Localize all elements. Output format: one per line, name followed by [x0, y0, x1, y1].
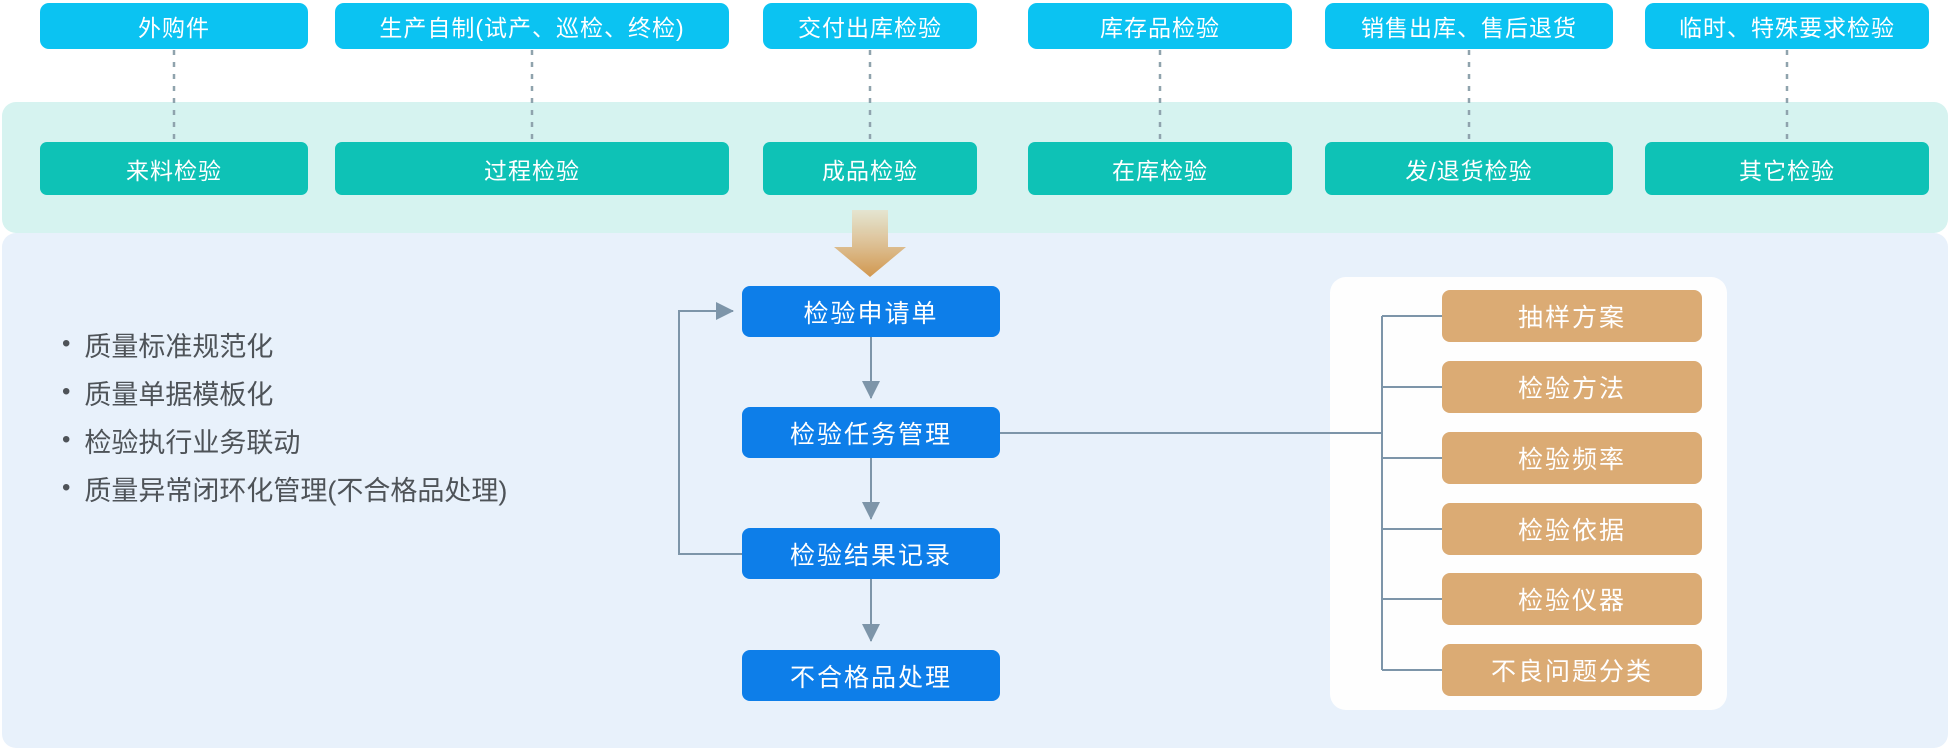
- flow-step-result-recording: 检验结果记录: [742, 528, 1000, 579]
- source-node-purchased-parts: 外购件: [40, 3, 308, 49]
- standards-panel: [1330, 277, 1727, 710]
- funnel-arrow-icon: [834, 210, 906, 277]
- feature-list: • 质量标准规范化 • 质量单据模板化 • 检验执行业务联动 • 质量异常闭环化…: [62, 320, 507, 512]
- dashed-connector-lines: [172, 50, 1789, 142]
- source-node-in-house-production: 生产自制(试产、巡检、终检): [335, 3, 729, 49]
- inspection-node-incoming: 来料检验: [40, 142, 308, 195]
- flow-step-task-management: 检验任务管理: [742, 407, 1000, 458]
- flow-step-arrows: [678, 302, 1442, 671]
- bullet-icon: •: [62, 378, 71, 405]
- bullet-icon: •: [62, 474, 71, 501]
- source-node-stock-items: 库存品检验: [1028, 3, 1292, 49]
- bullet-icon: •: [62, 426, 71, 453]
- inspection-node-in-stock: 在库检验: [1028, 142, 1292, 195]
- feature-item: • 检验执行业务联动: [62, 416, 507, 464]
- source-node-delivery-outbound: 交付出库检验: [763, 3, 977, 49]
- inspection-node-other: 其它检验: [1645, 142, 1929, 195]
- inspection-node-ship-return: 发/退货检验: [1325, 142, 1613, 195]
- feature-item: • 质量异常闭环化管理(不合格品处理): [62, 464, 507, 512]
- inspection-node-finished-goods: 成品检验: [763, 142, 977, 195]
- flow-step-inspection-request: 检验申请单: [742, 286, 1000, 337]
- feature-text: 检验执行业务联动: [84, 427, 301, 458]
- feature-text: 质量标准规范化: [84, 331, 274, 362]
- bullet-icon: •: [62, 330, 71, 357]
- feature-text: 质量异常闭环化管理(不合格品处理): [84, 475, 508, 506]
- feature-text: 质量单据模板化: [84, 379, 274, 410]
- standard-item-defect-classification: 不良问题分类: [1442, 644, 1702, 696]
- feature-item: • 质量单据模板化: [62, 368, 507, 416]
- standard-item-inspection-frequency: 检验频率: [1442, 432, 1702, 484]
- standard-item-inspection-instrument: 检验仪器: [1442, 573, 1702, 625]
- standard-item-sampling-plan: 抽样方案: [1442, 290, 1702, 342]
- feature-item: • 质量标准规范化: [62, 320, 507, 368]
- standard-item-inspection-basis: 检验依据: [1442, 503, 1702, 555]
- source-node-special-requests: 临时、特殊要求检验: [1645, 3, 1929, 49]
- source-node-sales-returns: 销售出库、售后退货: [1325, 3, 1613, 49]
- feedback-loop-arrow: [678, 302, 742, 555]
- standard-item-inspection-method: 检验方法: [1442, 361, 1702, 413]
- inspection-node-process: 过程检验: [335, 142, 729, 195]
- flow-step-nonconforming-handling: 不合格品处理: [742, 650, 1000, 701]
